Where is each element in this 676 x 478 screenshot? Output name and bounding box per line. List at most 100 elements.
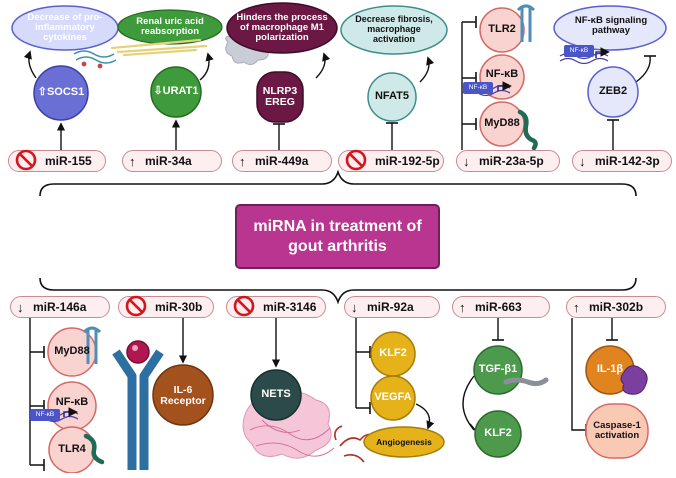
mirna-pill-302b: ↑ miR-302b xyxy=(566,296,666,318)
curved-arrow xyxy=(23,50,37,79)
tlr4-label: TLR4 xyxy=(58,443,86,456)
bottom-brace xyxy=(39,277,637,305)
bracket-mir302b xyxy=(571,318,586,431)
effect-label-fibrosis: Decrease fibrosis, macrophage activation xyxy=(355,14,433,44)
up-arrow-icon: ↑ xyxy=(573,299,580,315)
mirna-label: miR-30b xyxy=(155,300,203,314)
mirna-label: miR-155 xyxy=(45,154,92,168)
protein-icon xyxy=(503,377,549,387)
receptor-icon xyxy=(82,326,102,364)
bracket-mir23a xyxy=(461,21,476,150)
mirna-pill-449a: ↑ miR-449a xyxy=(232,150,332,172)
curved-arrow xyxy=(419,56,435,83)
down-arrow-icon: ↓ xyxy=(351,299,358,315)
up-arrow-icon: ↑ xyxy=(459,299,466,315)
angiogenesis-label: Angiogenesis xyxy=(376,436,432,447)
il6-receptor-label: IL-6 Receptor xyxy=(160,383,206,407)
curved-arrow xyxy=(415,403,435,430)
up-arrow-icon: ↑ xyxy=(129,153,136,169)
protein-icon xyxy=(620,365,648,395)
center-box xyxy=(235,204,440,269)
socs1-label: ⇧SOCS1 xyxy=(37,86,85,99)
mirna-pill-663: ↑ miR-663 xyxy=(452,296,550,318)
no-sign-icon xyxy=(125,295,151,320)
inhibit-curve xyxy=(635,55,651,83)
mirna-label: miR-34a xyxy=(145,154,192,168)
il6-receptor-node xyxy=(152,364,214,426)
nfkb-label: NF-κB xyxy=(485,68,519,81)
receptor-icon xyxy=(112,349,164,470)
mirna-label: miR-3146 xyxy=(263,300,317,314)
bracket-mir92a xyxy=(355,316,370,409)
urat1-label: ⇩URAT1 xyxy=(153,85,199,98)
effect-oval-fibrosis xyxy=(340,5,448,55)
no-sign-icon xyxy=(233,295,259,320)
top-brace xyxy=(39,169,637,197)
angiogenesis-oval xyxy=(363,426,445,458)
mirna-label: miR-92a xyxy=(367,300,414,314)
mirna-pill-192-5p: miR-192-5p xyxy=(338,149,444,174)
vegfa-node xyxy=(370,375,416,421)
mirna-label: miR-142-3p xyxy=(595,154,660,168)
vegfa-label: VEGFA xyxy=(374,391,412,404)
effect-label-cytokines: Decrease of pro-inflammatory cytokines xyxy=(27,11,103,44)
dna-icon xyxy=(73,50,117,64)
nfkb-tag-top: NF-κB xyxy=(463,82,493,94)
zeb2-label: ZEB2 xyxy=(598,85,628,98)
nets-label: NETS xyxy=(261,388,291,401)
ligand-highlight xyxy=(132,345,138,351)
nets-node xyxy=(250,369,302,421)
nets-strands xyxy=(249,419,335,457)
mirna-label: miR-23a-5p xyxy=(479,154,544,168)
mirna-pill-146a: ↓ miR-146a xyxy=(10,296,110,318)
tlr2-node xyxy=(479,7,525,53)
mirna-pill-155: miR-155 xyxy=(8,149,106,172)
effect-oval-macrophage xyxy=(226,2,338,54)
mirna-label: miR-192-5p xyxy=(375,154,440,168)
curved-arrow xyxy=(199,52,214,81)
mirna-pill-30b: miR-30b xyxy=(118,295,214,320)
caspase-label: Caspase-1 activation xyxy=(593,419,641,441)
tgfb1-label: TGF-β1 xyxy=(478,363,518,376)
nfkb-tag-b: NF-κB xyxy=(30,409,60,421)
effect-oval-uric-acid xyxy=(117,9,223,45)
molecule-icon xyxy=(97,63,103,69)
mirna-label: miR-663 xyxy=(475,300,522,314)
promoter-arrow-icon xyxy=(63,407,78,417)
nlrp3-ereg-label: NLRP3 EREG xyxy=(262,84,298,108)
uric-crystal-icon xyxy=(110,38,208,57)
molecule-icon xyxy=(81,61,87,67)
klf2-node-b xyxy=(474,410,522,458)
klf2-label: KLF2 xyxy=(379,347,407,360)
mirna-pill-23a-5p: ↓ miR-23a-5p xyxy=(456,150,560,172)
myd88-label: MyD88 xyxy=(484,117,520,130)
zeb2-node xyxy=(587,66,639,118)
mirna-label: miR-146a xyxy=(33,300,87,314)
socs1-node xyxy=(33,65,89,121)
klf2-label-b: KLF2 xyxy=(484,427,512,440)
nlrp3-ereg-node xyxy=(256,71,304,123)
nfat5-node xyxy=(367,72,417,122)
ligand-icon xyxy=(126,340,150,364)
myd88-label-b: MyD88 xyxy=(54,345,90,358)
nfat5-label: NFAT5 xyxy=(374,90,410,103)
mirna-label: miR-302b xyxy=(589,300,644,314)
nfkb-label-b: NF-κB xyxy=(55,396,89,409)
mirna-pill-92a: ↓ miR-92a xyxy=(344,296,440,318)
effect-label-macrophage: Hinders the process of macrophage M1 pol… xyxy=(236,11,328,44)
promoter-arrow-icon xyxy=(497,81,512,91)
myd88-node xyxy=(479,101,525,147)
mirna-pill-3146: miR-3146 xyxy=(226,295,326,320)
receptor-icon xyxy=(516,4,536,42)
bracket-mir146a xyxy=(29,316,44,466)
il1b-label: IL-1β xyxy=(596,363,624,376)
protein-icon xyxy=(517,109,538,151)
no-sign-icon xyxy=(345,149,371,174)
tlr2-label: TLR2 xyxy=(488,23,516,36)
urat1-node xyxy=(150,66,202,118)
mirna-pill-34a: ↑ miR-34a xyxy=(122,150,222,172)
nfkb-tag-zeb2: NF-κB xyxy=(564,45,594,57)
up-arrow-icon: ↑ xyxy=(239,153,246,169)
